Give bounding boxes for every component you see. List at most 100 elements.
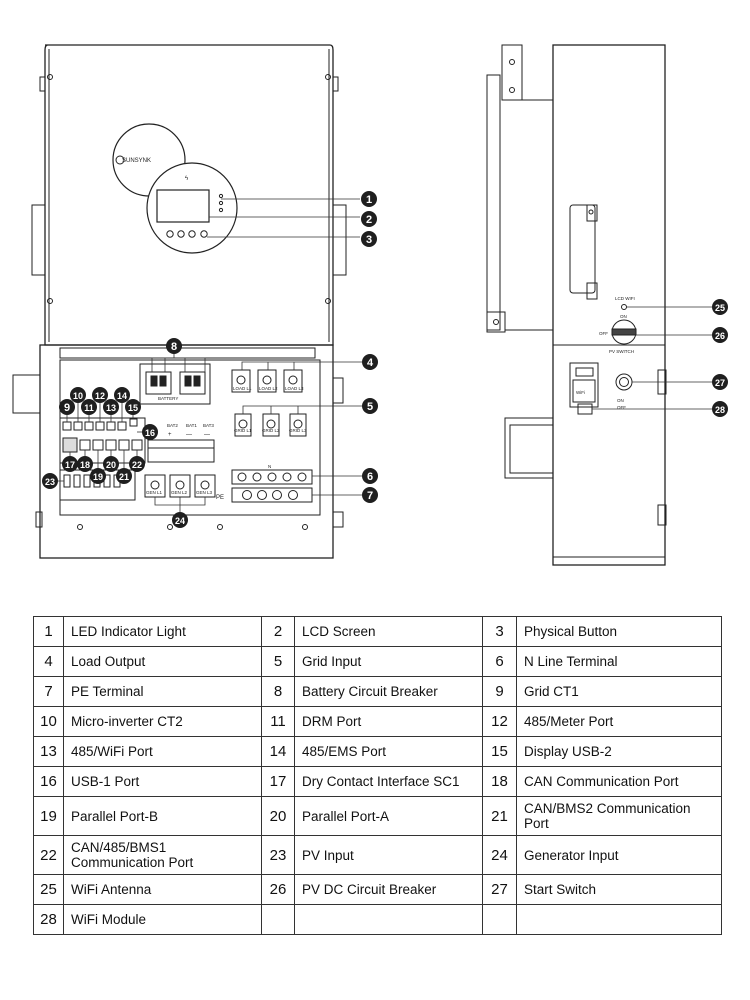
part-label: WiFi Module <box>63 904 262 935</box>
part-number: 9 <box>482 676 517 707</box>
part-label: 485/Meter Port <box>516 706 722 737</box>
part-label: CAN/BMS2 Communication Port <box>516 796 722 836</box>
svg-text:GRID L1: GRID L1 <box>234 428 252 433</box>
part-number: 24 <box>482 835 517 875</box>
part-label: Grid CT1 <box>516 676 722 707</box>
part-number: 12 <box>482 706 517 737</box>
svg-text:GEN L1: GEN L1 <box>146 490 163 495</box>
part-label: LED Indicator Light <box>63 616 262 647</box>
svg-text:23: 23 <box>45 477 55 487</box>
part-label: CAN Communication Port <box>516 766 722 797</box>
part-number: 7 <box>33 676 64 707</box>
side-handle <box>569 204 596 294</box>
inverter-diagram: SUNSYNK ϟ BATTERY <box>12 44 728 566</box>
part-number: 28 <box>33 904 64 935</box>
callout-26: 26 <box>712 327 728 343</box>
part-number: 15 <box>482 736 517 767</box>
part-label: DRM Port <box>294 706 483 737</box>
svg-text:13: 13 <box>106 403 116 413</box>
svg-text:25: 25 <box>715 303 725 313</box>
physical-button-3[interactable] <box>188 230 196 238</box>
generator-input-terminals: GEN L1 GEN L2 GEN L3 <box>144 474 216 498</box>
svg-text:BAT3: BAT3 <box>203 423 214 428</box>
part-label: PE Terminal <box>63 676 262 707</box>
svg-text:BAT2: BAT2 <box>167 423 178 428</box>
svg-text:9: 9 <box>64 402 70 414</box>
callout-25: 25 <box>712 299 728 315</box>
physical-button-4[interactable] <box>200 230 208 238</box>
svg-text:2: 2 <box>366 214 372 226</box>
part-number: 17 <box>261 766 295 797</box>
part-label: Start Switch <box>516 874 722 905</box>
part-label: Generator Input <box>516 835 722 875</box>
physical-button-2[interactable] <box>177 230 185 238</box>
part-label: PV Input <box>294 835 483 875</box>
part-number: 27 <box>482 874 517 905</box>
physical-button-1[interactable] <box>166 230 174 238</box>
svg-text:10: 10 <box>73 391 83 401</box>
svg-text:21: 21 <box>119 472 129 482</box>
callout-27: 27 <box>712 374 728 390</box>
svg-text:LOAD L1: LOAD L1 <box>233 386 252 391</box>
empty-cell <box>261 904 295 935</box>
callout-9: 9 <box>59 399 75 415</box>
part-label: Load Output <box>63 646 262 677</box>
communication-port-bank <box>59 417 146 464</box>
pv-dc-circuit-breaker[interactable]: ON OFF PV SWITCH <box>599 314 637 354</box>
callout-11: 11 <box>81 399 97 415</box>
svg-text:17: 17 <box>65 460 75 470</box>
part-label: 485/EMS Port <box>294 736 483 767</box>
part-label: WiFi Antenna <box>63 874 262 905</box>
part-label: Grid Input <box>294 646 483 677</box>
svg-text:+: + <box>168 432 172 438</box>
svg-text:BATTERY: BATTERY <box>158 396 178 401</box>
callout-6: 6 <box>362 468 378 484</box>
part-label: Physical Button <box>516 616 722 647</box>
part-number: 1 <box>33 616 64 647</box>
callout-3: 3 <box>361 231 377 247</box>
svg-text:GRID L2: GRID L2 <box>262 428 280 433</box>
part-number: 19 <box>33 796 64 836</box>
callout-18: 18 <box>77 456 93 472</box>
callout-23: 23 <box>42 473 58 489</box>
callout-16: 16 <box>142 424 158 440</box>
svg-text:22: 22 <box>132 460 142 470</box>
part-number: 26 <box>261 874 295 905</box>
callout-8: 8 <box>166 338 182 354</box>
part-number: 2 <box>261 616 295 647</box>
svg-text:28: 28 <box>715 405 725 415</box>
svg-text:16: 16 <box>145 428 155 438</box>
callout-13: 13 <box>103 399 119 415</box>
part-label: Parallel Port-B <box>63 796 262 836</box>
part-number: 11 <box>261 706 295 737</box>
svg-text:12: 12 <box>95 391 105 401</box>
load-output-terminals: LOAD L1 LOAD L2 LOAD L3 <box>231 369 304 393</box>
part-label: Parallel Port-A <box>294 796 483 836</box>
callout-4: 4 <box>362 354 378 370</box>
part-number: 18 <box>482 766 517 797</box>
svg-text:24: 24 <box>175 516 185 526</box>
svg-text:5: 5 <box>367 401 373 413</box>
svg-text:8: 8 <box>171 341 177 353</box>
battery-circuit-breaker: BATTERY <box>139 363 211 405</box>
callout-12: 12 <box>92 387 108 403</box>
svg-text:OFF: OFF <box>617 405 626 410</box>
part-label: Micro-inverter CT2 <box>63 706 262 737</box>
display-bezel <box>146 162 238 254</box>
wifi-module: WiFi <box>569 362 599 415</box>
svg-text:6: 6 <box>367 471 373 483</box>
start-switch[interactable] <box>615 373 633 391</box>
callout-19: 19 <box>90 468 106 484</box>
svg-text:GEN L3: GEN L3 <box>196 490 213 495</box>
callout-17: 17 <box>62 456 78 472</box>
svg-text:7: 7 <box>367 490 373 502</box>
callout-21: 21 <box>116 468 132 484</box>
svg-text:PE: PE <box>216 495 224 501</box>
part-label: Dry Contact Interface SC1 <box>294 766 483 797</box>
